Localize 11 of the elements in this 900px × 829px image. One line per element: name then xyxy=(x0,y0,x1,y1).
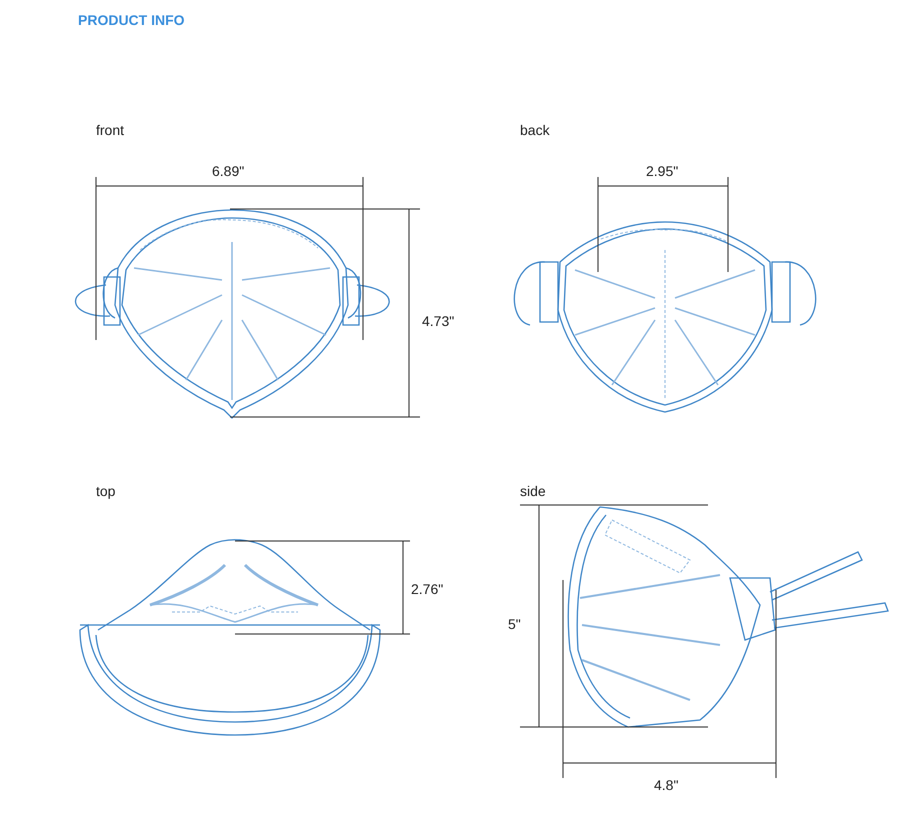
dimension-value: 4.8" xyxy=(654,777,678,793)
dimension-value: 2.95" xyxy=(646,163,678,179)
view-label: back xyxy=(520,122,550,138)
dimension-value: 4.73" xyxy=(422,313,454,329)
view-label: side xyxy=(520,483,546,499)
dimension-value: 5" xyxy=(508,616,521,632)
dimension-value: 6.89" xyxy=(212,163,244,179)
section-heading: PRODUCT INFO xyxy=(78,12,185,28)
view-label: top xyxy=(96,483,116,499)
dimension-value: 2.76" xyxy=(411,581,444,597)
view-label: front xyxy=(96,122,124,138)
